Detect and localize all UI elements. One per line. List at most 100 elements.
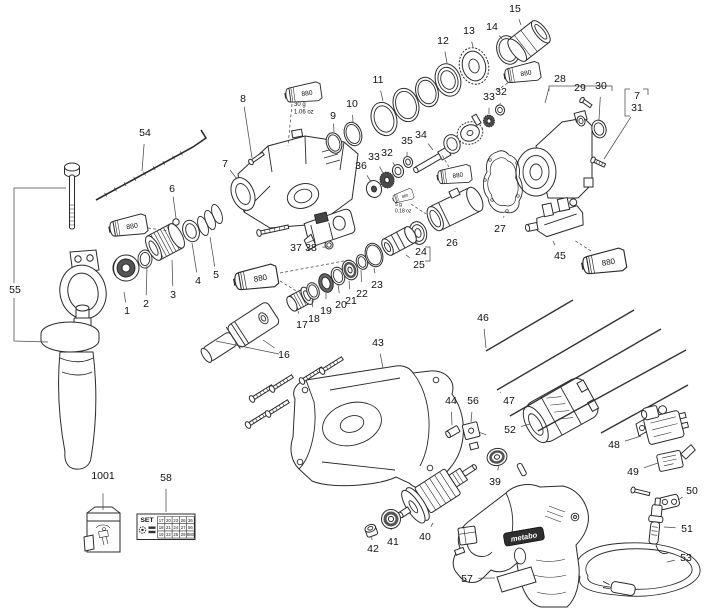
part-clamp-bolt-drawing: [64, 162, 80, 230]
part-5-spring-washers-drawing: [197, 204, 223, 236]
tube-caption-line: 0.18 oz: [395, 209, 412, 215]
part-34-crankshaft-drawing: [413, 113, 484, 174]
housing-screws-drawing: [244, 356, 344, 429]
set-grid-cell: 880: [187, 532, 195, 537]
set-grid-cell: 25: [173, 532, 178, 537]
callout-57-59: 57: [461, 573, 473, 585]
part-32-washer-drawing: [391, 164, 405, 178]
part-6-ball-drawing: [172, 218, 180, 226]
tube-captions-layer: 30 g1.06 oz5 g0.18 oz: [294, 102, 412, 215]
callout-33-38: 33: [483, 91, 495, 103]
tube-caption-line: 30 g: [294, 102, 306, 108]
callout-52-54: 52: [504, 424, 516, 436]
set-grid-cell: 19: [159, 532, 164, 537]
callout-49-51: 49: [627, 466, 639, 478]
grease-tube-label: 880: [126, 222, 139, 231]
switch-cube-drawing: [453, 525, 478, 556]
part-21-bearing-drawing: [341, 259, 359, 281]
callout-23-23: 23: [371, 279, 383, 291]
part-27-gasket-drawing: [482, 150, 523, 214]
part-23-ring-drawing: [364, 242, 384, 268]
part-48-switch-drawing: [635, 405, 690, 445]
part-26-hammer-tube-drawing: [426, 186, 484, 232]
seal-ring-drawing: [415, 76, 439, 108]
handle-shell-drawing: [452, 484, 589, 608]
grease-dash-lines: [147, 79, 592, 293]
part-55-side-handle-drawing: [40, 249, 107, 470]
grease-tube-3: 880: [233, 263, 280, 291]
part-33-gear-washer-drawing: [483, 114, 495, 128]
part-52-field-drawing: [522, 377, 600, 444]
set-grid-cell: 22: [166, 532, 171, 537]
callout-56-58: 56: [467, 395, 479, 407]
part-51-cable-sleeve-drawing: [648, 497, 664, 545]
callout-7-6: 7: [222, 158, 228, 170]
set-grid-cell: 36: [188, 518, 193, 523]
callout-42-44: 42: [367, 543, 379, 555]
grease-tube-4: 880: [581, 247, 628, 275]
part-38-ring-drawing: [324, 240, 334, 250]
callout-8-8: 8: [240, 93, 246, 105]
callout-38-40: 38: [305, 242, 317, 254]
callout-45-47: 45: [554, 250, 566, 262]
grease-tube-label: 880: [402, 193, 409, 199]
callout-30-30: 30: [595, 80, 607, 92]
part-49-brush-holder-drawing: [656, 443, 696, 472]
callout-34-34: 34: [415, 129, 427, 141]
set-grid-cell: 20: [166, 518, 171, 523]
part-36-disc-drawing: [365, 180, 383, 198]
grease-tube-1: 880: [503, 60, 542, 84]
part-50-screw-clamp-drawing: [630, 486, 681, 511]
callout-35-35: 35: [401, 135, 413, 147]
part-7-gear-housing-drawing: [230, 128, 359, 229]
part-2-ring-drawing: [137, 249, 153, 269]
callout-44-46: 44: [445, 395, 457, 407]
part-41-bearing-drawing: [381, 509, 401, 529]
callout-32-37: 32: [495, 86, 507, 98]
callout-9-9: 9: [330, 110, 336, 122]
part-45-selector-drawing: [524, 196, 584, 238]
callout-37-39: 37: [290, 242, 302, 254]
grease-tube-label: 880: [301, 90, 313, 99]
callout-1-0: 1: [124, 305, 130, 317]
housing-screw-drawing: [256, 224, 290, 237]
callout-24-24: 24: [415, 246, 427, 258]
callout-6-5: 6: [169, 183, 175, 195]
part-30-ring-drawing: [591, 119, 607, 139]
callout-21-21: 21: [345, 295, 357, 307]
set-grid-cell: 21: [166, 525, 171, 530]
part-39-bearing-drawing: [486, 447, 527, 477]
callout-46-48: 46: [477, 312, 489, 324]
part-9-ring-drawing: [325, 132, 343, 154]
part-53-power-cord-drawing: [575, 542, 701, 597]
part-3-chuck-sleeve-drawing: [145, 223, 185, 261]
callout-1001-61: 1001: [91, 470, 115, 482]
callout-13-13: 13: [463, 25, 475, 37]
callout-10-10: 10: [346, 98, 358, 110]
callout-brackets: [13, 85, 649, 355]
part-37-catch-drawing: [303, 208, 356, 252]
part-35-washer-drawing: [402, 156, 414, 168]
grease-tube-label: 880: [520, 69, 532, 78]
callout-31-31: 31: [631, 102, 643, 114]
seal-ring-drawing: [392, 87, 420, 123]
callout-26-26: 26: [446, 237, 458, 249]
callout-15-15: 15: [509, 3, 521, 15]
part-18-ring-drawing: [306, 282, 320, 300]
callout-58-60: 58: [160, 472, 172, 484]
part-13-gear-drawing: [458, 47, 490, 85]
part-31-screw-drawing: [590, 156, 607, 168]
callout-12-12: 12: [437, 35, 449, 47]
callout-47-49: 47: [503, 395, 515, 407]
part-32-washer-drawing: [494, 104, 506, 116]
part-33-gear-washer-drawing: [379, 171, 395, 189]
callout-7-7: 7: [634, 90, 640, 102]
set-heading: SET: [140, 517, 154, 524]
callout-18-18: 18: [308, 313, 320, 325]
callout-29-29: 29: [574, 82, 586, 94]
part-1001-packaging-drawing: [83, 506, 121, 553]
callout-leader-lines: [102, 19, 683, 579]
